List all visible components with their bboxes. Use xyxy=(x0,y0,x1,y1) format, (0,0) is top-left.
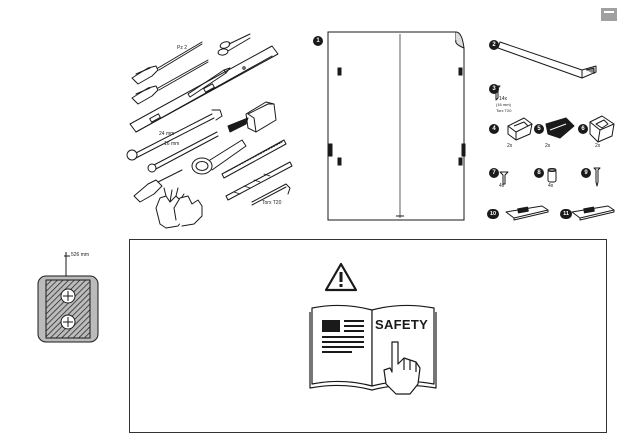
wrench-large-label: 24 mm xyxy=(159,131,175,137)
part-number-3: 3 xyxy=(489,84,499,94)
long-screw-icon xyxy=(593,167,601,187)
pencil-icon xyxy=(187,67,231,98)
socket-wrench-icon xyxy=(191,139,247,175)
tape-measure-icon xyxy=(227,101,277,133)
screwdriver-icon xyxy=(131,41,203,85)
part-4-qty: 2x xyxy=(507,143,513,149)
safety-notice-panel xyxy=(129,239,607,433)
part-number-5: 5 xyxy=(534,124,544,134)
part-number-6: 6 xyxy=(578,124,588,134)
hex-key-label: Torx T20 xyxy=(262,200,282,206)
hex-key-icon xyxy=(251,183,291,206)
gloves-icon xyxy=(155,187,203,229)
scissors-icon xyxy=(217,33,251,56)
part-3-size: (16 mm) xyxy=(496,102,511,107)
hinge-detail-illustration xyxy=(37,252,99,343)
part-number-2: 2 xyxy=(489,40,499,50)
dowel-icon xyxy=(547,168,557,183)
wrench-small-label: 16 mm xyxy=(164,141,180,147)
hinge-dimension-label: 526 mm xyxy=(71,252,90,258)
part-3-qty: 14x xyxy=(499,96,508,102)
part-number-1: 1 xyxy=(313,36,323,46)
small-screw-icon xyxy=(499,171,509,185)
safety-book-label: SAFETY xyxy=(375,317,429,332)
page-corner-tab xyxy=(601,8,617,21)
tools-illustration xyxy=(126,33,293,229)
seal-strip-icon xyxy=(497,41,597,79)
drill-bit-label: Pz 2 xyxy=(177,45,188,51)
warning-triangle-icon xyxy=(324,262,358,292)
part-7-qty: 4x xyxy=(499,183,505,189)
part-number-8: 8 xyxy=(534,168,544,178)
part-number-4: 4 xyxy=(489,124,499,134)
drill-bit-icon xyxy=(225,161,293,201)
bracket-icon xyxy=(507,117,533,141)
part-8-qty: 4x xyxy=(548,183,554,189)
parts-illustration xyxy=(493,41,615,221)
clip-icon xyxy=(545,117,575,139)
cap-icon xyxy=(589,115,615,143)
hinge-plate-icon xyxy=(571,205,615,221)
part-number-7: 7 xyxy=(489,168,499,178)
part-5-qty: 2x xyxy=(545,143,551,149)
awl-icon xyxy=(133,169,183,203)
screwdriver-icon xyxy=(131,59,209,105)
part-3-drive: Torx T20 xyxy=(496,108,512,113)
file-tool-icon xyxy=(221,139,287,179)
hinge-plate-icon xyxy=(505,205,549,221)
wrench-icon xyxy=(126,109,223,173)
part-6-qty: 2x xyxy=(595,143,601,149)
spirit-level-icon xyxy=(129,45,279,133)
part-number-10: 10 xyxy=(487,209,499,219)
part-number-9: 9 xyxy=(581,168,591,178)
part-number-11: 11 xyxy=(560,209,572,219)
safety-book-icon xyxy=(309,304,437,395)
glass-panel-illustration xyxy=(327,31,466,221)
